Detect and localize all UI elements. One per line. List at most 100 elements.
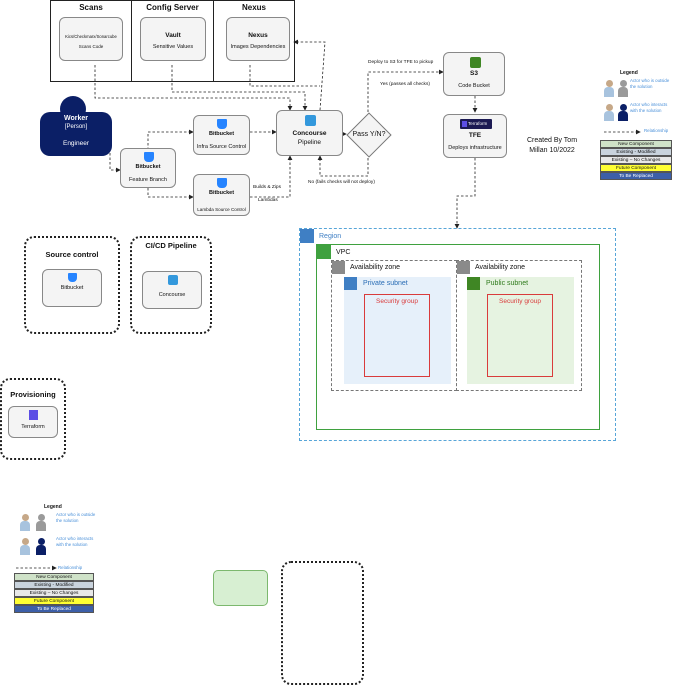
public-subnet: Public subnet Security group	[467, 277, 574, 384]
legend-top-outside-text: Actor who is outside the solution	[630, 78, 670, 89]
legend-top: Legend Actor who is outside the solution…	[600, 70, 680, 214]
bitbucket-icon	[68, 273, 77, 282]
scans-tool-subtitle: Scans Code	[78, 44, 104, 49]
legend-top-row: Existing – No Changes	[600, 156, 672, 164]
vault-subtitle: Sensitive Values	[152, 44, 194, 50]
edge-decision-no	[317, 155, 369, 177]
provisioning-item-label: Terraform	[21, 424, 45, 430]
source-control-item[interactable]: Bitbucket	[42, 269, 102, 307]
worker-actor[interactable]: Worker [Person] Engineer	[40, 96, 112, 160]
config-server-title: Config Server	[146, 3, 199, 12]
s3-node[interactable]: S3 Code Bucket	[443, 52, 505, 96]
legend-top-title: Legend	[620, 70, 638, 76]
yes-label: Yes (passes all checks)	[380, 82, 430, 87]
public-subnet-label: Public subnet	[486, 280, 529, 287]
legend-top-inside-text: Actor who interacts with the solution	[630, 102, 668, 113]
outside-actor-silhouette-icon	[36, 514, 46, 534]
legend-bottom-inside-text: Actor who interacts with the solution	[56, 536, 94, 547]
scans-title: Scans	[79, 3, 103, 12]
nexus-node-subtitle: Images Dependencies	[230, 44, 286, 50]
outside-actor-icon	[20, 514, 30, 534]
legend-top-row: Future Component	[600, 164, 672, 172]
cicd-group: CI/CD Pipeline Concourse	[130, 236, 212, 334]
private-subnet-label: Private subnet	[363, 280, 408, 287]
az-left-icon	[332, 261, 345, 274]
bitbucket-icon	[217, 119, 227, 129]
tfe-title: TFE	[468, 132, 482, 139]
tfe-node[interactable]: Terraform TFE Deploys infrastructure	[443, 114, 507, 158]
inside-actor-silhouette-icon	[36, 538, 46, 558]
feature-branch-node[interactable]: Bitbucket Feature Branch	[120, 148, 176, 188]
security-group-left: Security group	[364, 294, 430, 377]
legend-top-row: Existing - Modified	[600, 148, 672, 156]
concourse-node[interactable]: Concourse Pipeline	[276, 110, 343, 156]
vpc-label: VPC	[336, 249, 351, 256]
az-right-label: Availability zone	[475, 264, 526, 271]
feature-branch-subtitle: Feature Branch	[129, 177, 167, 183]
scans-group: Scans Kics/Checkmarx/Sonarcube Scans Cod…	[50, 0, 132, 82]
empty-green-box[interactable]	[213, 570, 268, 606]
security-group-right-label: Security group	[499, 298, 541, 305]
infra-source-node[interactable]: Bitbucket Infra Source Control	[193, 115, 250, 155]
legend-bottom-row: Existing – No Changes	[14, 589, 94, 597]
nexus-node[interactable]: Nexus Images Dependencies	[226, 17, 290, 61]
legend-top-relationship-text: Relationship	[644, 128, 669, 133]
edge-feature-lambda	[147, 188, 194, 200]
nexus-node-title: Nexus	[248, 32, 268, 39]
az-left-container: Availability zone Private subnet Securit…	[331, 260, 457, 391]
source-control-item-label: Bitbucket	[60, 285, 84, 291]
cicd-title: CI/CD Pipeline	[145, 241, 197, 250]
bitbucket-icon	[144, 152, 154, 162]
edge-tfe-region	[454, 158, 476, 229]
legend-top-row: New Component	[600, 140, 672, 148]
scans-tool-node[interactable]: Kics/Checkmarx/Sonarcube Scans Code	[59, 17, 123, 61]
region-label: Region	[319, 233, 342, 240]
s3-title: S3	[470, 70, 478, 77]
terraform-logo-text: Terraform	[468, 121, 488, 126]
legend-bottom-title: Legend	[44, 504, 62, 510]
public-subnet-lock-icon	[467, 277, 480, 290]
region-container: Region VPC Availability zone Private sub…	[299, 228, 616, 441]
source-control-group: Source control Bitbucket	[24, 236, 120, 334]
empty-dotted-box[interactable]	[281, 561, 364, 685]
decision-diamond[interactable]: Pass Y/N?	[346, 112, 392, 158]
cicd-item-label: Concourse	[158, 292, 186, 298]
nexus-group: Nexus Nexus Images Dependencies	[213, 0, 295, 82]
infra-source-subtitle: Infra Source Control	[196, 144, 247, 150]
region-flag-icon	[300, 229, 314, 243]
private-subnet-lock-icon	[344, 277, 357, 290]
az-left-label: Availability zone	[350, 264, 401, 271]
edge-lambda-concourse	[250, 155, 293, 198]
terraform-logo-mark	[462, 121, 467, 127]
lambda-source-subtitle: Lambda Source Control	[197, 207, 246, 212]
worker-role: Engineer	[62, 140, 90, 147]
edge-worker-feature	[109, 135, 121, 173]
legend-bottom-row: New Component	[14, 573, 94, 581]
edge-concourse-nexus	[293, 39, 326, 111]
worker-name: Worker	[64, 115, 88, 122]
vault-title: Vault	[165, 32, 181, 39]
edge-nexus-concourse	[249, 65, 320, 87]
vpc-cloud-icon	[317, 245, 331, 259]
s3-subtitle: Code Bucket	[458, 83, 490, 89]
concourse-icon	[305, 115, 316, 126]
vault-node[interactable]: Vault Sensitive Values	[140, 17, 206, 61]
nexus-title: Nexus	[241, 3, 266, 12]
legend-bottom-row: To Be Replaced	[14, 605, 94, 613]
builds-label: Builds & Zips	[253, 185, 281, 190]
provisioning-group: Provisioning Terraform	[0, 378, 66, 460]
outside-actor-silhouette-icon	[618, 80, 628, 100]
cicd-item[interactable]: Concourse	[142, 271, 202, 309]
legend-top-row: To Be Replaced	[600, 172, 672, 180]
s3-bucket-icon	[470, 57, 481, 68]
legend-bottom-row: Existing - Modified	[14, 581, 94, 589]
legend-bottom: Legend Actor who is outside the solution…	[14, 504, 100, 616]
concourse-subtitle: Pipeline	[297, 139, 322, 146]
provisioning-title: Provisioning	[10, 390, 56, 399]
lambda-source-node[interactable]: Bitbucket Lambda Source Control	[193, 174, 250, 216]
az-right-icon	[457, 261, 470, 274]
inside-actor-icon	[20, 538, 30, 558]
private-subnet: Private subnet Security group	[344, 277, 451, 384]
provisioning-item[interactable]: Terraform	[8, 406, 58, 438]
infra-source-title: Bitbucket	[208, 131, 235, 137]
